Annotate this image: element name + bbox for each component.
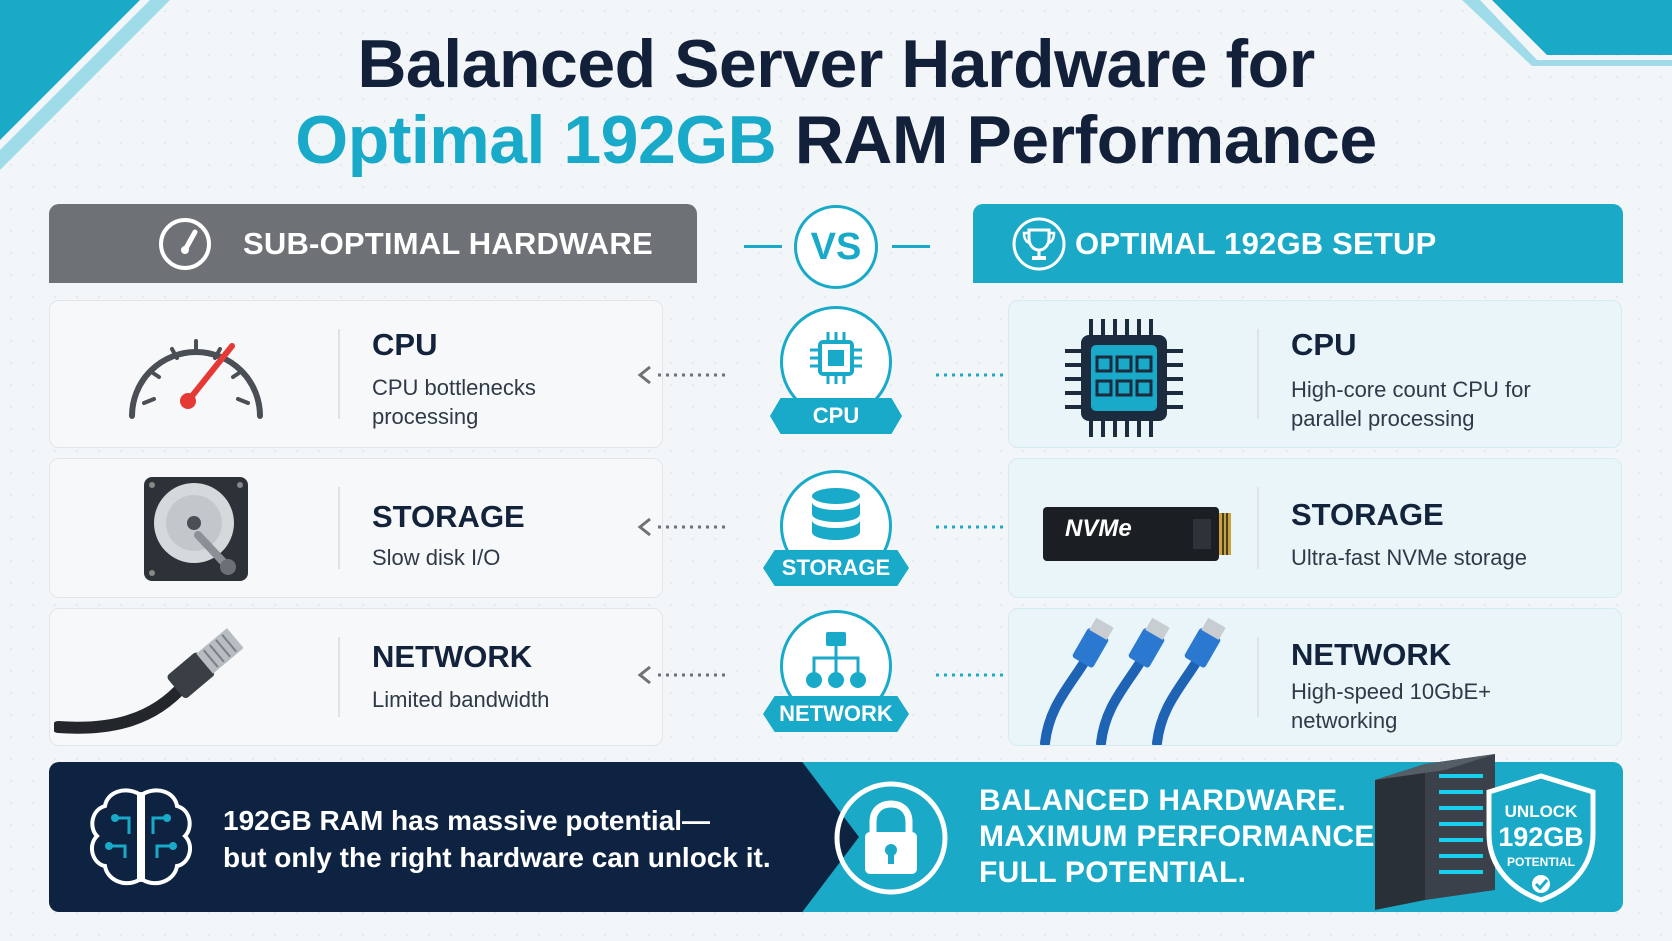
network-suboptimal-title: NETWORK	[372, 639, 533, 674]
footer-right-line-3: FULL POTENTIAL.	[979, 856, 1247, 889]
network-topology-icon	[806, 632, 866, 688]
storage-optimal-desc: Ultra-fast NVMe storage	[1291, 545, 1527, 570]
arrow-left-cpu	[637, 365, 730, 385]
footer-left-line-1: 192GB RAM has massive potential—	[223, 805, 711, 836]
storage-suboptimal-desc: Slow disk I/O	[372, 545, 501, 570]
center-storage-badge: STORAGE	[763, 470, 909, 588]
cpu-suboptimal-desc: CPU bottlenecks processing	[372, 375, 536, 429]
network-optimal-card: NETWORK High-speed 10GbE+ networking	[1008, 608, 1622, 746]
nvme-badge: NVMe	[1065, 515, 1132, 542]
gauge-icon	[129, 339, 263, 419]
title-rest: RAM Performance	[794, 102, 1378, 178]
ethernet-cable-icon	[54, 628, 244, 734]
cpu-suboptimal-card: CPU CPU bottlenecks processing	[49, 300, 663, 448]
footer-right-message: BALANCED HARDWARE. MAXIMUM PERFORMANCE. …	[979, 783, 1383, 891]
shield-line-3: POTENTIAL	[1507, 855, 1575, 869]
network-suboptimal-separator	[338, 637, 340, 717]
server-rack-icon	[1375, 754, 1495, 910]
brain-icon	[89, 788, 193, 886]
sub-optimal-header: SUB-OPTIMAL HARDWARE	[49, 204, 697, 283]
hard-disk-icon	[144, 477, 248, 581]
footer-left-line-2: but only the right hardware can unlock i…	[223, 842, 771, 873]
network-suboptimal-desc: Limited bandwidth	[372, 687, 550, 712]
cpu-suboptimal-separator	[338, 329, 340, 419]
network-optimal-title: NETWORK	[1291, 637, 1452, 672]
arrow-left-network	[637, 665, 730, 685]
cpu-suboptimal-title: CPU	[372, 327, 438, 362]
center-network-label: NETWORK	[763, 696, 909, 732]
cpu-optimal-card: CPU High-core count CPU for parallel pro…	[1008, 300, 1622, 448]
chip-icon	[810, 332, 862, 384]
shield-line-1: UNLOCK	[1504, 802, 1578, 821]
storage-suboptimal-separator	[338, 487, 340, 569]
corner-decoration-right	[1462, 0, 1672, 66]
network-optimal-separator	[1257, 637, 1259, 717]
cpu-optimal-separator	[1257, 329, 1259, 419]
speedometer-icon	[159, 218, 211, 270]
storage-optimal-card: NVMe STORAGE Ultra-fast NVMe storage	[1008, 458, 1622, 598]
network-optimal-desc: High-speed 10GbE+ networking	[1291, 679, 1491, 733]
title-accent: Optimal 192GB	[295, 102, 777, 178]
optimal-header: OPTIMAL 192GB SETUP	[973, 204, 1623, 283]
title-line-1: Balanced Server Hardware for	[357, 26, 1315, 102]
cpu-chip-icon	[1065, 319, 1183, 437]
shield-icon	[1486, 773, 1596, 903]
center-cpu-badge: CPU	[770, 306, 902, 434]
storage-optimal-separator	[1257, 487, 1259, 569]
sub-optimal-header-label: SUB-OPTIMAL HARDWARE	[243, 225, 653, 261]
footer-left-message: 192GB RAM has massive potential— but onl…	[223, 802, 783, 876]
vs-label: VS	[794, 205, 878, 289]
footer-banner: 192GB RAM has massive potential— but onl…	[49, 754, 1623, 912]
page-title: Balanced Server Hardware for Optimal 192…	[0, 26, 1672, 178]
ethernet-cables-icon	[1040, 617, 1226, 745]
vs-line-right	[892, 245, 930, 248]
storage-optimal-title: STORAGE	[1291, 497, 1444, 532]
vs-badge: VS	[740, 205, 932, 289]
network-suboptimal-card: NETWORK Limited bandwidth	[49, 608, 663, 746]
cpu-optimal-desc: High-core count CPU for parallel process…	[1291, 377, 1531, 431]
unlock-shield-badge: UNLOCK 192GB POTENTIAL	[1481, 772, 1601, 904]
arrow-left-storage	[637, 517, 730, 537]
storage-suboptimal-title: STORAGE	[372, 499, 525, 534]
trophy-icon	[1012, 217, 1066, 271]
center-network-badge: NETWORK	[763, 610, 909, 734]
nvme-drive-icon	[1043, 507, 1231, 561]
optimal-header-label: OPTIMAL 192GB SETUP	[1075, 225, 1437, 261]
center-storage-label: STORAGE	[763, 550, 909, 586]
database-icon	[812, 488, 860, 540]
cpu-optimal-title: CPU	[1291, 327, 1357, 362]
corner-decoration-left	[0, 0, 170, 170]
title-line-2: Optimal 192GB RAM Performance	[0, 102, 1672, 178]
vs-line-left	[744, 245, 782, 248]
footer-right-line-2: MAXIMUM PERFORMANCE.	[979, 820, 1384, 853]
center-cpu-label: CPU	[770, 398, 902, 434]
storage-suboptimal-card: STORAGE Slow disk I/O	[49, 458, 663, 598]
lock-icon	[834, 781, 948, 895]
shield-line-2: 192GB	[1498, 822, 1584, 852]
footer-right-line-1: BALANCED HARDWARE.	[979, 784, 1347, 817]
